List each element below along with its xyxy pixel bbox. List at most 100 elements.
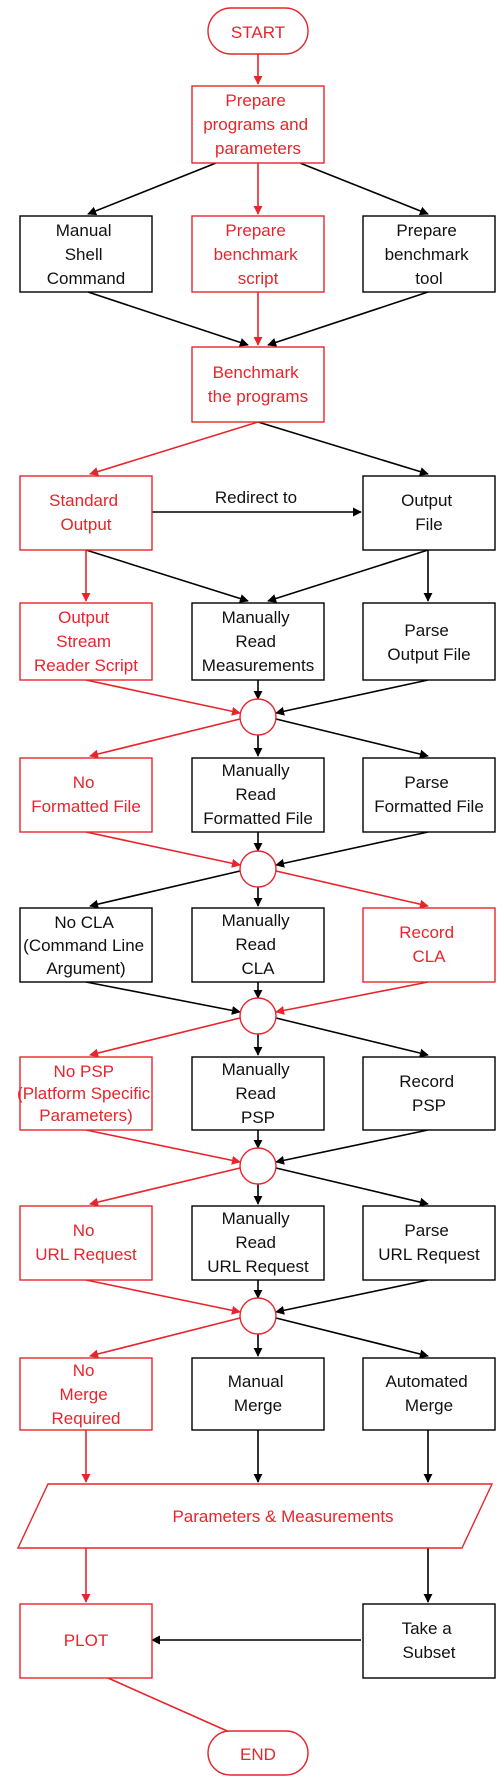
read-psp-line-2: Read [235,1084,276,1103]
arrow-prepare-tool [299,162,429,216]
manually-read-formatted-file-node: Manually Read Formatted File [191,757,325,833]
record-cla-line-2: CLA [412,947,446,966]
arrow-j2-nocla [89,870,241,909]
no-psp-line-3: Parameters) [39,1106,133,1125]
prepare-benchmark-script-node: Prepare benchmark script [191,215,325,293]
no-cla-node: No CLA (Command Line Argument) [19,907,153,983]
no-formatted-file-node: No Formatted File [19,757,153,833]
standard-output-line-1: Standard [49,491,118,510]
output-file-line-1: Output [401,491,452,510]
arrow-nopsp-j4 [85,1129,241,1165]
merge-junction-1 [239,698,277,736]
arrow-j1-noformatted [89,718,241,759]
plot-label: PLOT [64,1631,108,1650]
arrow-stdout-manual [85,549,249,603]
manual-shell-command-node: Manual Shell Command [19,215,153,293]
read-psp-line-3: PSP [241,1108,275,1127]
no-url-line-2: URL Request [35,1245,137,1264]
svg-text:No Merge Required: No Merge Required [52,1361,121,1428]
manual-shell-line-3: Command [47,269,125,288]
no-formatted-line-2: Formatted File [31,797,141,816]
output-file-node: Output File [362,475,496,551]
svg-text:Manual Shell Comma: Manual Shell Command [47,221,125,288]
read-measurements-line-3: Measurements [202,656,314,675]
arrow-tool-benchmark [267,291,429,347]
prepare-line-3: parameters [215,139,301,158]
svg-text:Manually Read Meas: Manually Read Measurements [202,608,314,675]
parse-output-file-node: Parse Output File [362,602,496,681]
prepare-programs-node: Prepare programs and parameters [191,85,325,164]
svg-text:No PSP (Platform Specifi: No PSP (Platform Specific Parameters) [17,1062,155,1125]
no-cla-line-2: (Command Line [23,936,144,955]
manually-read-psp-node: Manually Read PSP [191,1056,325,1131]
arrow-recordcla-j3 [275,981,429,1015]
read-formatted-line-3: Formatted File [203,809,313,828]
arrow-parse-j1 [275,679,429,716]
no-psp-node: No PSP (Platform Specific Parameters) [17,1056,155,1131]
prepare-tool-line-3: tool [415,269,442,288]
subset-line-2: Subset [403,1643,456,1662]
parse-formatted-line-1: Parse [404,773,448,792]
arrow-benchmark-stdout [89,421,259,476]
arrow-noformatted-j2 [85,831,241,868]
read-measurements-line-1: Manually [222,608,291,627]
parse-url-line-1: Parse [404,1221,448,1240]
svg-text:Record PSP: Record PSP [399,1072,459,1115]
merge-junction-5 [239,1297,277,1335]
take-a-subset-node: Take a Subset [362,1603,496,1679]
read-url-line-1: Manually [222,1209,291,1228]
end-label: END [240,1745,276,1764]
automated-merge-node: Automated Merge [362,1357,496,1431]
arrow-recordpsp-j4 [275,1129,429,1165]
no-merge-required-node: No Merge Required [19,1357,153,1431]
svg-text:No URL Request: No URL Request [35,1221,137,1264]
svg-text:Manually Read Form: Manually Read Formatted File [203,761,313,828]
no-merge-line-1: No [73,1361,95,1380]
benchmark-line-1: Benchmark [213,363,299,382]
read-formatted-line-2: Read [235,785,276,804]
arrow-nourl-j5 [85,1279,241,1315]
svg-text:Parse URL Request: Parse URL Request [378,1221,480,1264]
redirect-label: Redirect to [215,488,297,507]
svg-text:Manual Merge: Manual Merge [228,1372,289,1415]
svg-text:Parse Formatted File: Parse Formatted File [374,773,484,816]
merge-junction-4 [239,1147,277,1185]
arrow-outfile-manual [267,549,429,603]
prepare-benchmark-tool-node: Prepare benchmark tool [362,215,496,293]
svg-text:Standard Output: Standard Output [49,491,123,534]
stream-reader-line-2: Stream [56,632,111,651]
no-url-request-node: No URL Request [19,1205,153,1281]
svg-text:Prepare benchmark: Prepare benchmark script [214,221,303,288]
no-cla-line-3: Argument) [46,959,125,978]
prepare-script-line-1: Prepare [225,221,285,240]
record-cla-node: Record CLA [362,907,496,983]
manually-read-cla-node: Manually Read CLA [191,907,325,983]
read-cla-line-2: Read [235,935,276,954]
parse-output-line-1: Parse [404,621,448,640]
manual-merge-line-1: Manual [228,1372,284,1391]
svg-text:Manually Read PSP: Manually Read PSP [222,1060,295,1127]
arrow-j1-parseformatted [275,718,429,759]
stream-reader-line-3: Reader Script [34,656,138,675]
plot-node: PLOT [19,1603,153,1679]
arrow-parseurl-j5 [275,1279,429,1315]
arrow-shell-benchmark [87,291,249,347]
record-psp-line-2: PSP [412,1096,446,1115]
parameters-measurements-node: Parameters & Measurements [16,1483,494,1549]
manual-shell-line-2: Shell [65,245,103,264]
no-formatted-line-1: No [73,773,95,792]
parameters-measurements-label: Parameters & Measurements [172,1507,393,1526]
svg-text:Parse Output File: Parse Output File [387,621,470,664]
auto-merge-line-1: Automated [386,1372,468,1391]
no-merge-line-3: Required [52,1409,121,1428]
output-file-line-2: File [415,515,442,534]
standard-output-line-2: Output [60,515,111,534]
prepare-line-2: programs and [203,115,308,134]
svg-text:No CLA (Command Line: No CLA (Command Line Argument) [23,913,149,978]
output-stream-reader-node: Output Stream Reader Script [19,602,153,681]
svg-text:Record CLA: Record CLA [399,923,459,966]
arrow-j3-nopsp [89,1017,241,1058]
parse-url-request-node: Parse URL Request [362,1205,496,1281]
no-cla-line-1: No CLA [54,913,114,932]
